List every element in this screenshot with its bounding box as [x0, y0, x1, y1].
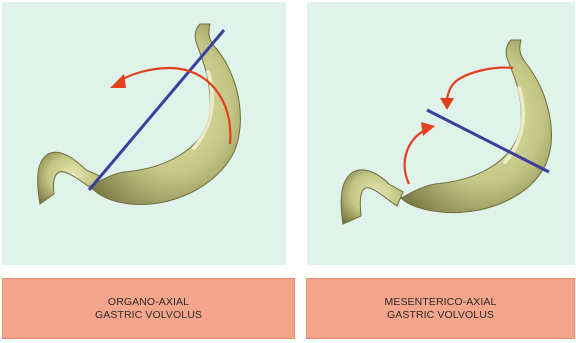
organo-axial-stomach-illustration — [2, 2, 286, 265]
duodenum — [38, 152, 100, 204]
mesenterico-axial-caption: MESENTERICO-AXIAL GASTRIC VOLVOLUS — [385, 296, 497, 322]
mesenterico-axial-stomach-illustration — [307, 2, 575, 265]
stomach-body — [90, 24, 240, 205]
caption-line: MESENTERICO-AXIAL — [385, 296, 497, 309]
caption-line: ORGANO-AXIAL — [95, 296, 202, 309]
caption-line: GASTRIC VOLVOLUS — [385, 309, 497, 322]
organo-axial-diagram-panel — [2, 2, 286, 265]
duodenum — [341, 170, 403, 224]
caption-line: GASTRIC VOLVOLUS — [95, 309, 202, 322]
mesenterico-axial-diagram-panel — [307, 2, 575, 265]
lower-rotation-arrow — [405, 130, 425, 184]
organo-axial-caption-box: ORGANO-AXIAL GASTRIC VOLVOLUS — [2, 278, 295, 339]
arrow-head — [110, 74, 126, 88]
mesenterico-axial-caption-box: MESENTERICO-AXIAL GASTRIC VOLVOLUS — [306, 278, 575, 339]
upper-arrow-head — [440, 98, 454, 110]
upper-rotation-arrow — [447, 68, 513, 102]
lower-arrow-head — [421, 122, 435, 136]
organo-axial-caption: ORGANO-AXIAL GASTRIC VOLVOLUS — [95, 296, 202, 322]
